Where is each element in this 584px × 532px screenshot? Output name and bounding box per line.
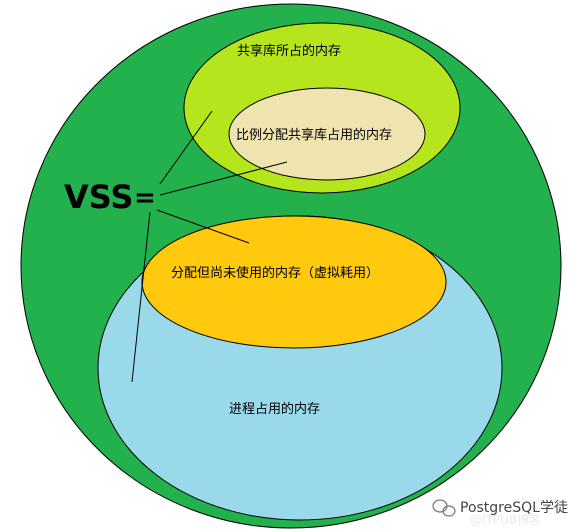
watermark-line2: @ITPUB博客 xyxy=(470,512,541,527)
connector-line-allocated xyxy=(156,209,250,244)
allocated-unused-label: 分配但尚未使用的内存（虚拟耗用） xyxy=(171,265,379,281)
connector-line-process xyxy=(131,211,151,383)
connector-line-shared-library xyxy=(159,110,213,185)
wechat-icon xyxy=(432,499,456,517)
process-memory-label: 进程占用的内存 xyxy=(229,401,320,417)
watermark: PostgreSQL学徒 @ITPUB博客 xyxy=(432,499,568,527)
proportional-shared-label: 比例分配共享库占用的内存 xyxy=(236,127,392,143)
allocated-unused-region xyxy=(141,215,447,349)
shared-library-label: 共享库所占的内存 xyxy=(237,43,341,59)
equals-sign: = xyxy=(134,183,156,213)
connector-line-proportional xyxy=(159,161,288,196)
proportional-shared-region xyxy=(228,87,426,181)
vss-label: VSS xyxy=(64,178,133,216)
watermark-line1: PostgreSQL学徒 xyxy=(460,500,568,516)
